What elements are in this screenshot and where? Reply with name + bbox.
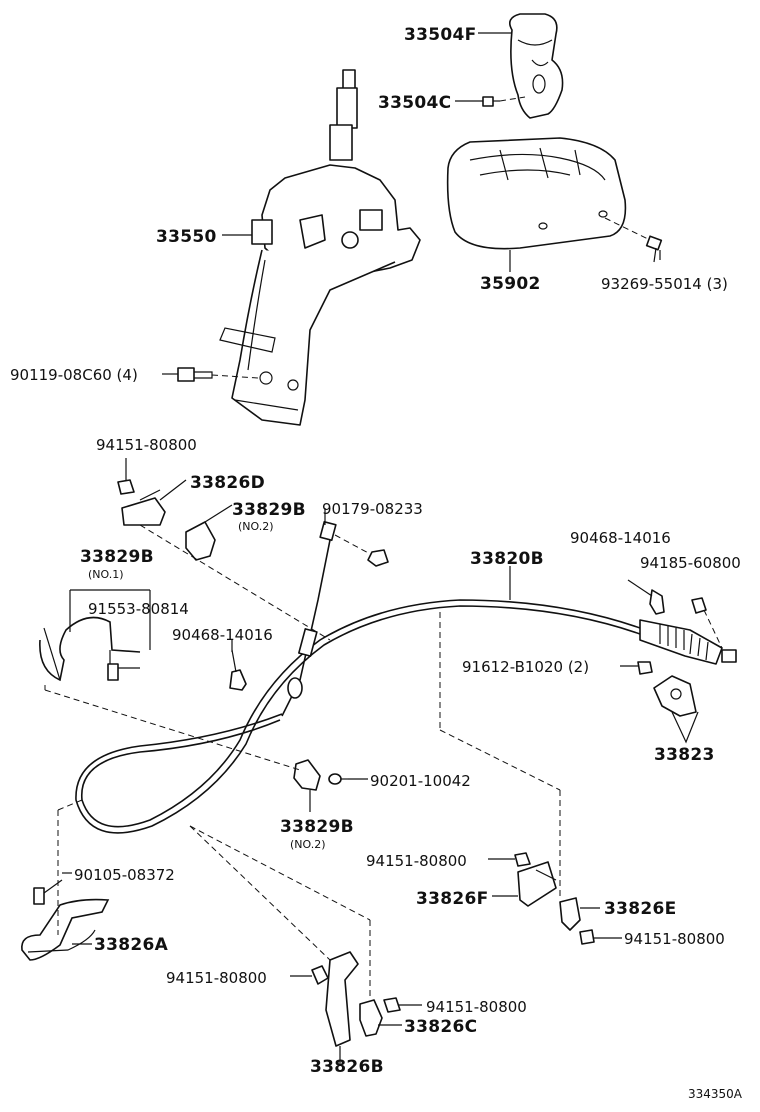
label-33504f: 33504F: [404, 25, 477, 45]
bracket-33826f: [514, 852, 557, 907]
label-33826e: 33826E: [604, 899, 677, 919]
drawing-code: 334350A: [688, 1087, 743, 1101]
shift-lever-assembly: [219, 69, 421, 426]
label-33826b: 33826B: [310, 1057, 384, 1077]
label-94151-a: 94151-80800: [96, 436, 197, 454]
label-94185: 94185-60800: [640, 554, 741, 572]
label-94151-d: 94151-80800: [166, 969, 267, 987]
label-90468-right: 90468-14016: [570, 529, 671, 547]
label-90119: 90119-08C60 (4): [10, 366, 138, 384]
label-33826d: 33826D: [190, 473, 265, 493]
label-90468-left: 90468-14016: [172, 626, 273, 644]
label-33829b-lower-sub: (NO.2): [290, 838, 326, 851]
label-93269: 93269-55014 (3): [601, 275, 728, 293]
nut-90179: [367, 549, 389, 567]
label-33826a: 33826A: [94, 935, 169, 955]
label-33829b-wire: 33829B: [80, 547, 154, 567]
wire-bracket-33829b: [39, 589, 151, 682]
label-33550: 33550: [156, 227, 217, 247]
bracket-33826a: [21, 879, 110, 961]
leader-lines: [62, 32, 661, 1026]
label-33823: 33823: [654, 745, 715, 765]
label-33820b: 33820B: [470, 549, 544, 569]
label-91612: 91612-B1020 (2): [462, 658, 589, 676]
label-94151-e: 94151-80800: [426, 998, 527, 1016]
clamp-33826d: [117, 458, 166, 526]
label-33504c: 33504C: [378, 93, 451, 113]
bracket-33826c: [359, 997, 401, 1037]
label-33826c: 33826C: [404, 1017, 477, 1037]
label-90179: 90179-08233: [322, 500, 423, 518]
label-33829b-upper-sub: (NO.2): [238, 520, 274, 533]
label-94151-c: 94151-80800: [624, 930, 725, 948]
shift-lever-cover: [446, 137, 627, 250]
shift-knob: [509, 13, 564, 119]
label-90105: 90105-08372: [74, 866, 175, 884]
label-33829b-wire-sub: (NO.1): [88, 568, 124, 581]
label-33829b-upper: 33829B: [232, 500, 306, 520]
label-35902: 35902: [480, 274, 541, 294]
transmission-control-cable: [75, 520, 737, 834]
bolt-91612: [620, 661, 653, 675]
label-94151-b: 94151-80800: [366, 852, 467, 870]
label-90201: 90201-10042: [370, 772, 471, 790]
part-labels: 33504F 33504C 33550 35902 93269-55014 (3…: [10, 25, 743, 1101]
label-91553: 91553-80814: [88, 600, 189, 618]
label-33829b-lower: 33829B: [280, 817, 354, 837]
clip-90468-left: [229, 669, 247, 691]
clip-33829b-upper: [185, 504, 233, 561]
label-33826f: 33826F: [416, 889, 489, 909]
screw-93269: [604, 217, 663, 263]
clip-33829b-lower: [293, 759, 348, 812]
bracket-33826e: [559, 897, 595, 945]
cable-bracket-33823: [653, 675, 699, 744]
clip-90468-right: [627, 579, 723, 649]
install-guide-lines: [44, 524, 561, 1000]
bracket-33826b: [290, 951, 359, 1064]
